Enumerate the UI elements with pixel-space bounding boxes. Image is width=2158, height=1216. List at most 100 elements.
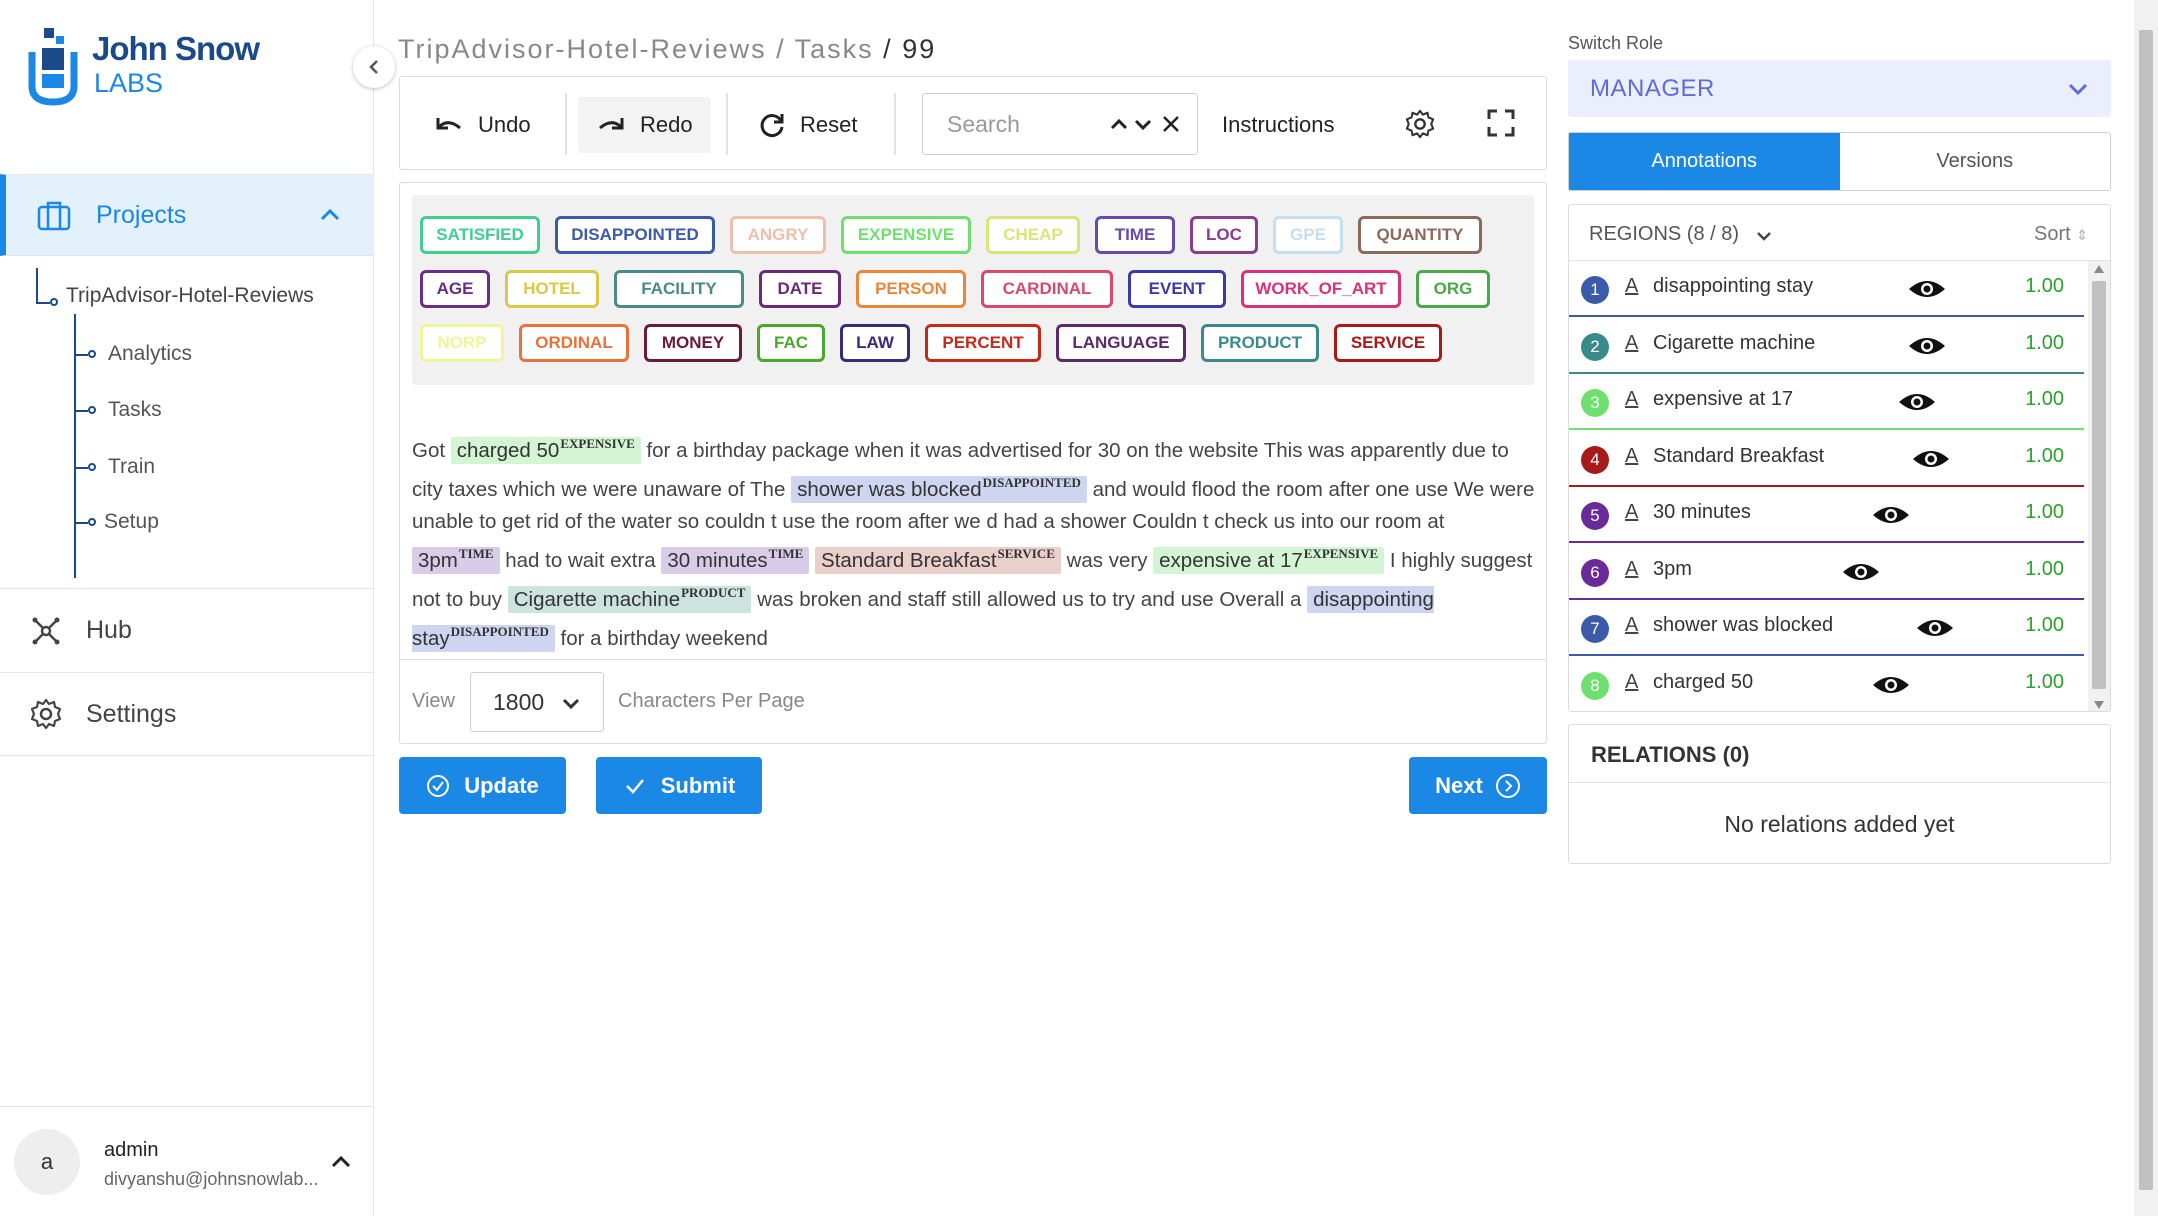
label-chip-quantity[interactable]: QUANTITY (1358, 216, 1482, 254)
label-chip-time[interactable]: TIME (1095, 216, 1175, 254)
highlight-label: TIME (458, 546, 494, 561)
label-chip-hotel[interactable]: HOTEL (505, 270, 599, 308)
label-chip-norp[interactable]: NORP (420, 324, 504, 362)
chevron-up-icon[interactable] (1107, 112, 1131, 136)
chevron-up-icon[interactable] (330, 1151, 352, 1173)
label-chip-gpe[interactable]: GPE (1273, 216, 1343, 254)
regions-title[interactable]: REGIONS (8 / 8) (1589, 223, 1740, 245)
fullscreen-icon[interactable] (1487, 109, 1515, 137)
label-chip-cheap[interactable]: CHEAP (986, 216, 1080, 254)
highlight-shower-was-blocked[interactable]: shower was blockedDISAPPOINTED (791, 475, 1087, 503)
eye-icon[interactable] (1911, 447, 1951, 471)
tree-item-setup[interactable]: Setup (104, 510, 159, 533)
tree-item-train[interactable]: Train (108, 455, 156, 478)
eye-icon[interactable] (1871, 503, 1911, 527)
highlight-3pm[interactable]: 3pmTIME (412, 546, 500, 574)
settings-gear-icon[interactable] (1405, 109, 1435, 139)
submit-button[interactable]: Submit (596, 757, 762, 814)
label-chip-ordinal[interactable]: ORDINAL (519, 324, 629, 362)
undo-button[interactable]: Undo (420, 97, 545, 153)
collapse-sidebar-button[interactable] (353, 46, 395, 88)
scroll-up-icon[interactable] (2094, 265, 2104, 273)
breadcrumb-section[interactable]: Tasks (794, 34, 874, 64)
arrow-right-circle-icon (1495, 773, 1520, 798)
highlight-label: SERVICE (997, 546, 1055, 561)
label-chip-product[interactable]: PRODUCT (1201, 324, 1319, 362)
tree-item-analytics[interactable]: Analytics (108, 342, 193, 365)
label-chip-org[interactable]: ORG (1416, 270, 1490, 308)
label-chip-fac[interactable]: FAC (757, 324, 825, 362)
eye-icon[interactable] (1907, 334, 1947, 358)
label-chip-angry[interactable]: ANGRY (730, 216, 826, 254)
logo[interactable]: John Snow LABS (28, 24, 328, 114)
highlight-30-minutes[interactable]: 30 minutesTIME (661, 546, 810, 574)
label-chip-satisfied[interactable]: SATISFIED (420, 216, 540, 254)
tab-annotations[interactable]: Annotations (1569, 133, 1840, 190)
reset-label: Reset (800, 112, 858, 137)
close-icon[interactable] (1159, 112, 1183, 136)
briefcase-icon (37, 201, 71, 231)
text-type-icon: A (1625, 670, 1639, 693)
regions-scrollbar[interactable] (2088, 261, 2110, 711)
chevron-down-icon[interactable] (1131, 112, 1155, 136)
highlight-expensive-at-17[interactable]: expensive at 17EXPENSIVE (1153, 546, 1385, 574)
label-chip-disappointed[interactable]: DISAPPOINTED (555, 216, 715, 254)
next-button[interactable]: Next (1409, 757, 1547, 814)
highlight-label: DISAPPOINTED (450, 624, 549, 639)
sort-button[interactable]: Sort ⇕ (2034, 223, 2088, 246)
tree-item-tasks[interactable]: Tasks (108, 398, 162, 421)
nav-projects[interactable]: Projects (0, 174, 374, 256)
scroll-down-icon[interactable] (2094, 701, 2104, 709)
highlight-label: EXPENSIVE (1303, 546, 1379, 561)
breadcrumb-project[interactable]: TripAdvisor-Hotel-Reviews (398, 34, 767, 64)
chevron-up-icon[interactable] (318, 203, 342, 227)
label-chip-person[interactable]: PERSON (856, 270, 966, 308)
reset-button[interactable]: Reset (740, 97, 875, 153)
eye-icon[interactable] (1907, 277, 1947, 301)
chevron-down-icon[interactable] (1755, 227, 1773, 245)
nav-hub[interactable]: Hub (0, 588, 374, 672)
nav-settings[interactable]: Settings (0, 672, 374, 756)
highlight-cigarette-machine[interactable]: Cigarette machinePRODUCT (507, 585, 752, 613)
chars-per-page-select[interactable]: 1800 (470, 672, 604, 732)
label-chip-percent[interactable]: PERCENT (925, 324, 1041, 362)
label-chip-money[interactable]: MONEY (644, 324, 742, 362)
label-chip-work-of-art[interactable]: WORK_OF_ART (1241, 270, 1401, 308)
region-score: 1.00 (2025, 670, 2064, 693)
label-chip-loc[interactable]: LOC (1190, 216, 1258, 254)
search-input[interactable] (923, 94, 1103, 154)
user-menu[interactable]: a admin divyanshu@johnsnowlab... (0, 1106, 374, 1216)
tab-versions[interactable]: Versions (1936, 150, 2014, 172)
label-chip-facility[interactable]: FACILITY (614, 270, 744, 308)
label-chip-expensive[interactable]: EXPENSIVE (841, 216, 971, 254)
eye-icon[interactable] (1871, 673, 1911, 697)
label-chip-cardinal[interactable]: CARDINAL (981, 270, 1113, 308)
page-scrollbar[interactable] (2134, 0, 2158, 1216)
label-chip-language[interactable]: LANGUAGE (1056, 324, 1186, 362)
role-select[interactable]: MANAGER (1568, 60, 2111, 117)
update-button[interactable]: Update (399, 757, 566, 814)
label-chip-event[interactable]: EVENT (1128, 270, 1226, 308)
instructions-button[interactable]: Instructions (1212, 97, 1345, 153)
region-number: 8 (1581, 671, 1609, 700)
tree-project-name[interactable]: TripAdvisor-Hotel-Reviews (66, 284, 314, 307)
label-chip-service[interactable]: SERVICE (1334, 324, 1442, 362)
redo-button[interactable]: Redo (578, 97, 711, 153)
label-chip-date[interactable]: DATE (759, 270, 841, 308)
eye-icon[interactable] (1897, 390, 1937, 414)
label-chip-law[interactable]: LAW (840, 324, 910, 362)
highlight-standard-breakfast[interactable]: Standard BreakfastSERVICE (815, 546, 1061, 574)
pagination-settings: View 1800 Characters Per Page (400, 659, 1546, 743)
highlight-charged-50[interactable]: charged 50EXPENSIVE (450, 436, 641, 464)
label-chip-age[interactable]: AGE (420, 270, 490, 308)
eye-icon[interactable] (1915, 616, 1955, 640)
eye-icon[interactable] (1841, 560, 1881, 584)
